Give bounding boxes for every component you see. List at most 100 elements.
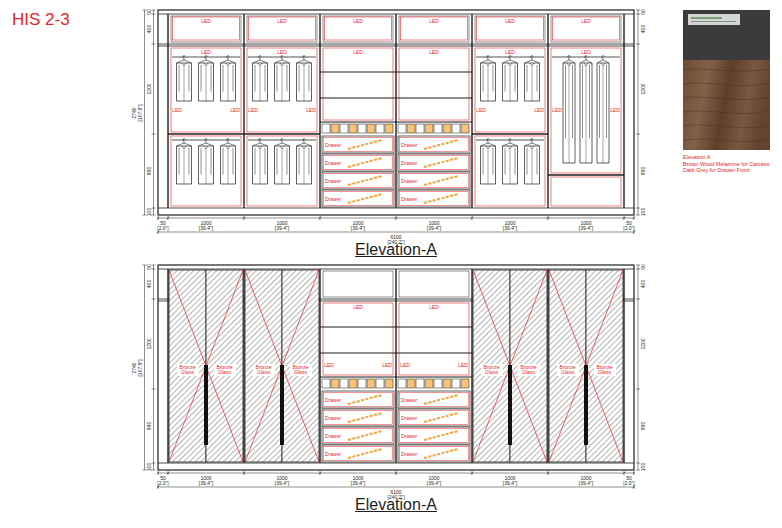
door-swing-line — [169, 270, 206, 462]
dimension-tick — [636, 10, 640, 11]
led-label: LED — [353, 19, 363, 24]
organizer-cell — [407, 379, 415, 388]
dimension-line — [153, 10, 154, 215]
drawer-front — [398, 409, 470, 426]
dimension-text: 1000 — [580, 475, 591, 480]
grey-sample — [683, 10, 770, 60]
garment-sleeve — [179, 148, 180, 175]
garment — [563, 63, 575, 163]
dimension-text: [39.4"] — [427, 481, 441, 486]
dimension-text: 50 — [160, 475, 166, 480]
garment-sleeve — [527, 65, 528, 92]
drawer-label: Drawer — [325, 142, 341, 147]
led-strip-outline — [401, 17, 468, 40]
drawer-handle — [348, 431, 382, 440]
dimension-text: 6100 — [390, 234, 401, 239]
wood-grain — [683, 97, 770, 100]
dimension-tick — [396, 471, 397, 475]
material-note: Brown Wood Melamine for Carcass — [683, 162, 769, 168]
garment-sleeve — [265, 148, 266, 175]
drawer-handle — [424, 449, 458, 458]
garment-collar — [486, 63, 490, 66]
garment-collar — [567, 63, 571, 66]
dimension-tick — [243, 472, 245, 474]
dimension-text: 50 — [640, 9, 645, 15]
hanger-hook — [487, 139, 489, 143]
drawer-outline — [400, 156, 469, 170]
drawer-outline — [324, 447, 393, 461]
garment-sleeve — [572, 65, 573, 138]
drawer-front — [322, 409, 394, 426]
drawer-outline — [324, 393, 393, 407]
led-label: LED — [248, 108, 258, 113]
top-cabinet — [551, 16, 621, 42]
garment-collar — [226, 63, 230, 66]
drawer-outline — [400, 138, 469, 152]
garment-sleeve — [233, 148, 234, 175]
door-swing-line — [206, 270, 243, 462]
dimension-line — [158, 218, 634, 219]
dimension-text: 990 — [147, 167, 152, 175]
divider-panel — [319, 14, 320, 208]
drawer-outline — [324, 138, 393, 152]
top-cabinet — [323, 271, 393, 297]
dimension-tick — [547, 472, 549, 474]
organizer-cell — [425, 379, 433, 388]
garment-sleeve — [505, 65, 506, 92]
dimension-tick — [152, 14, 156, 15]
garment-collar — [280, 63, 284, 66]
garment-collar — [601, 63, 605, 66]
drawer-handle — [348, 158, 382, 167]
led-strip-outline — [399, 48, 469, 120]
led-label: LED — [353, 305, 363, 310]
dimension-tick — [395, 217, 397, 219]
led-strip-outline — [323, 48, 393, 120]
dimension-text: 1000 — [504, 475, 515, 480]
garment-placket — [569, 66, 570, 163]
led-strip-outline — [399, 303, 469, 375]
top-cabinet — [399, 271, 469, 297]
door-material-label: Bronze Glass — [594, 364, 616, 376]
dimension-tick — [636, 14, 640, 15]
garment-placket — [260, 149, 261, 184]
garment — [503, 146, 518, 184]
led-label: LED — [458, 363, 468, 368]
dimension-tick — [472, 471, 473, 475]
drawer-label: Drawer — [325, 196, 341, 201]
material-swatch — [683, 10, 770, 150]
dimension-tick — [152, 44, 156, 45]
hanger — [481, 143, 496, 146]
drawer-front — [322, 172, 394, 189]
organizer-cell — [358, 124, 366, 133]
glass-door — [169, 270, 206, 462]
drawer-outline — [324, 174, 393, 188]
garment — [597, 63, 609, 163]
organizer-cell — [416, 124, 424, 133]
dimension-text: 1200 — [147, 338, 152, 349]
dimension-text: [39.4"] — [351, 226, 365, 231]
dimension-line — [144, 10, 145, 215]
organizer-cell — [443, 124, 451, 133]
carcass-outline — [158, 265, 634, 470]
drawer-outline — [400, 393, 469, 407]
top-cabinet — [475, 16, 545, 42]
drawer-label: Drawer — [325, 160, 341, 165]
organizer-cell — [385, 124, 393, 133]
dimension-tick — [471, 217, 473, 219]
drawer-label: Drawer — [401, 178, 417, 183]
dimension-text: [39.4"] — [579, 481, 593, 486]
garment-sleeve — [606, 65, 607, 138]
garment — [177, 146, 192, 184]
door-material-label: Bronze Glass — [557, 364, 579, 376]
dimension-text: [39.4"] — [579, 226, 593, 231]
dimension-text: [39.4"] — [427, 226, 441, 231]
garment-sleeve — [223, 65, 224, 92]
garment — [199, 146, 214, 184]
drawer-outline — [400, 411, 469, 425]
drawer-front — [398, 190, 470, 207]
dimension-tick — [168, 471, 169, 475]
garment-placket — [282, 66, 283, 101]
led-label: LED — [476, 108, 486, 113]
dimension-text: [107.9"] — [137, 359, 142, 376]
